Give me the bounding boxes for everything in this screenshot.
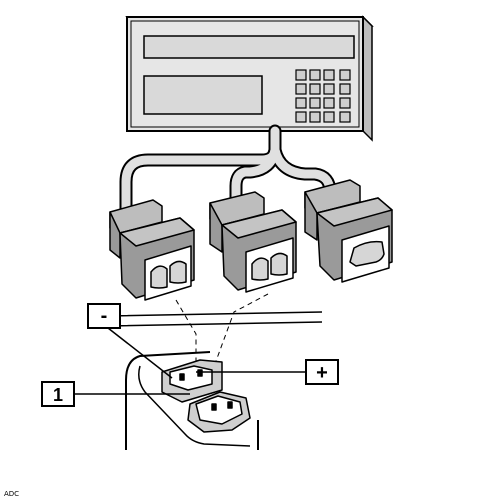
callout-leaders <box>74 327 306 395</box>
plug-left-socket <box>150 260 187 289</box>
plug-right <box>304 179 393 283</box>
display-window-top <box>143 35 355 59</box>
label-positive: + <box>305 359 339 385</box>
label-negative-text: - <box>101 305 108 327</box>
label-connector-text: 1 <box>53 385 63 405</box>
label-negative: - <box>87 303 121 329</box>
label-negative-box <box>87 303 121 329</box>
battery-body <box>107 311 323 450</box>
plug-right-socket <box>349 240 385 267</box>
label-connector: 1 <box>41 381 75 407</box>
cable-harness <box>119 124 337 219</box>
plug-left <box>109 199 195 301</box>
figure-code: ADC <box>4 490 19 498</box>
label-positive-text: + <box>316 362 328 384</box>
plug-middle-socket <box>251 252 288 281</box>
alignment-guides <box>175 293 269 373</box>
label-positive-box <box>305 359 339 385</box>
keypad <box>295 69 351 123</box>
label-connector-box <box>41 381 75 407</box>
terminal-connector <box>161 359 251 433</box>
control-unit <box>125 15 374 142</box>
plug-middle <box>209 191 297 293</box>
display-window-bottom <box>143 75 263 115</box>
